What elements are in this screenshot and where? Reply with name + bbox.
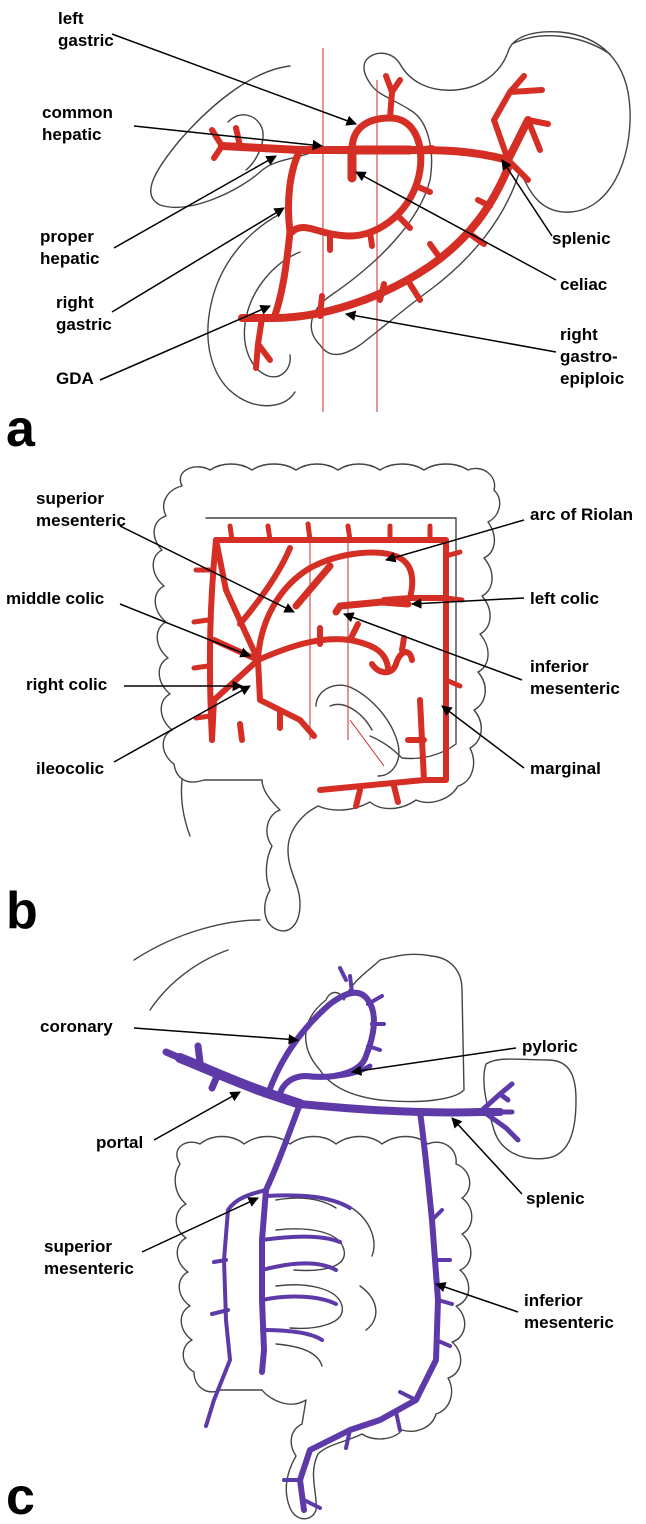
arrow-middle-colic [120, 604, 250, 656]
splenic-vein-c [300, 1104, 500, 1113]
panel-a-labels: left gastric common hepatic proper hepat… [6, 9, 624, 458]
arrow-ileocolic [114, 686, 250, 762]
label-left-gastric-1: left [58, 9, 84, 28]
label-right-colic: right colic [26, 675, 107, 694]
label-common-hepatic-1: common [42, 103, 113, 122]
splenic-artery [410, 120, 528, 160]
label-right-gastric-2: gastric [56, 315, 112, 334]
panel-a-arteries [212, 76, 548, 368]
label-imv-1: inferior [524, 1291, 583, 1310]
label-marginal: marginal [530, 759, 601, 778]
label-common-hepatic-2: hepatic [42, 125, 102, 144]
label-arc-riolan: arc of Riolan [530, 505, 633, 524]
inferior-mesenteric-vein-c [300, 1112, 438, 1510]
coronary-branches [340, 968, 384, 1050]
proper-hepatic-artery [288, 150, 300, 232]
label-sma-b-1: superior [36, 489, 104, 508]
label-gda: GDA [56, 369, 94, 388]
arrow-imv [436, 1284, 518, 1312]
panel-b-letter: b [6, 882, 38, 940]
gastroduodenal-artery [274, 232, 290, 318]
panel-b: superior mesenteric middle colic right c… [6, 464, 633, 940]
sigmoid-vessel-hint [350, 720, 384, 766]
label-rge-1: right [560, 325, 598, 344]
label-left-colic: left colic [530, 589, 599, 608]
label-splenic-c: splenic [526, 1189, 585, 1208]
arrow-splenic-c [452, 1118, 522, 1194]
splenic-hilar-branches [480, 1084, 518, 1140]
label-ileocolic: ileocolic [36, 759, 104, 778]
panel-a: left gastric common hepatic proper hepat… [6, 9, 630, 458]
appendix-outline [181, 780, 190, 836]
label-proper-hepatic-2: hepatic [40, 249, 100, 268]
label-imv-2: mesenteric [524, 1313, 614, 1332]
label-smv-1: superior [44, 1237, 112, 1256]
panel-c-letter: c [6, 1468, 35, 1524]
ileocolic-artery [212, 660, 280, 740]
label-ima-b-1: inferior [530, 657, 589, 676]
label-ima-b-2: mesenteric [530, 679, 620, 698]
panel-b-arteries [194, 524, 462, 806]
arrow-pyloric [352, 1048, 516, 1072]
label-smv-2: mesenteric [44, 1259, 134, 1278]
label-portal: portal [96, 1133, 143, 1152]
panel-c-veins [166, 968, 518, 1510]
arrow-marginal [442, 706, 524, 768]
label-pyloric: pyloric [522, 1037, 578, 1056]
arrow-coronary [134, 1028, 298, 1040]
imv-tributaries [284, 1210, 452, 1508]
label-left-gastric-2: gastric [58, 31, 114, 50]
label-splenic-a: splenic [552, 229, 611, 248]
arrow-right-gastric [112, 208, 284, 312]
label-right-gastric-1: right [56, 293, 94, 312]
inferior-mesenteric-artery-b [336, 602, 408, 612]
gallbladder-outline [228, 115, 263, 170]
label-celiac: celiac [560, 275, 607, 294]
spleen-outline [512, 36, 610, 54]
label-sma-b-2: mesenteric [36, 511, 126, 530]
label-proper-hepatic-1: proper [40, 227, 94, 246]
label-middle-colic: middle colic [6, 589, 104, 608]
label-coronary: coronary [40, 1017, 113, 1036]
panel-b-labels: superior mesenteric middle colic right c… [6, 489, 633, 940]
liver-outline-c [134, 920, 260, 1010]
arrow-smv [142, 1198, 258, 1252]
arrow-left-gastric [112, 34, 356, 124]
label-rge-2: gastro- [560, 347, 618, 366]
arrow-portal [154, 1092, 240, 1140]
panel-a-letter: a [6, 400, 36, 458]
small-bowel-c [276, 1198, 376, 1366]
label-rge-3: epiploic [560, 369, 624, 388]
panel-c: coronary portal pyloric splenic superior… [6, 920, 614, 1524]
